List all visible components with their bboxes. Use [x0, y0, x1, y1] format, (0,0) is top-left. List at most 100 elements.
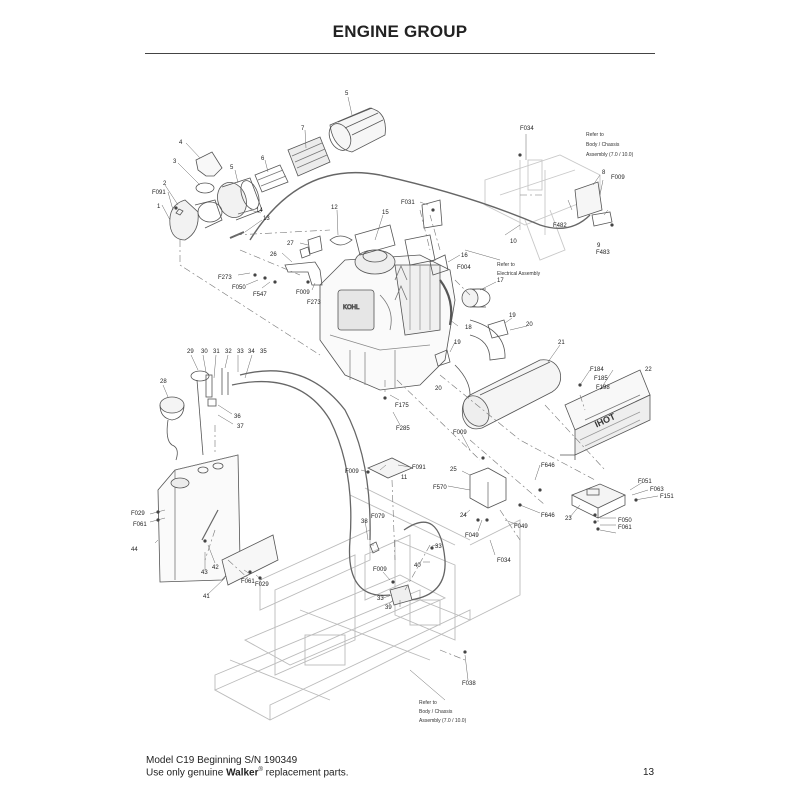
pulley — [461, 288, 491, 308]
callout: 29 — [187, 349, 194, 355]
callout: 19 — [454, 340, 461, 346]
refer-note-chassis-bottom: Refer to — [419, 700, 437, 706]
callout: F273 — [218, 275, 232, 281]
callout: F185 — [594, 376, 608, 382]
callout: 8 — [602, 170, 606, 176]
callout: 3 — [173, 159, 177, 165]
callout: 22 — [645, 367, 652, 373]
callout: F009 — [453, 430, 467, 436]
callout: 30 — [201, 349, 208, 355]
refer-note-chassis-bottom: Body / Chassis — [419, 709, 453, 715]
callout: 4 — [179, 140, 183, 146]
chassis-frame — [213, 487, 521, 721]
engine-block: KOHL — [319, 224, 456, 391]
callout: 31 — [213, 349, 220, 355]
callout: F091 — [412, 465, 426, 471]
callout: F009 — [345, 469, 359, 475]
callout: 28 — [160, 379, 167, 385]
callout: 17 — [497, 278, 504, 284]
callout: F079 — [371, 514, 385, 520]
callout: F570 — [433, 485, 447, 491]
callout: F061 — [241, 579, 255, 585]
exhaust-assembly — [434, 319, 562, 430]
callout: 5 — [230, 165, 234, 171]
callout: F034 — [497, 558, 511, 564]
callout: 34 — [248, 349, 255, 355]
callout: F646 — [541, 513, 555, 519]
callout: F184 — [590, 367, 604, 373]
callout: 21 — [558, 340, 565, 346]
callout: 20 — [526, 322, 533, 328]
callout: F050 — [232, 285, 246, 291]
callout: F009 — [296, 290, 310, 296]
refer-note-chassis-bottom: Assembly (7.0 / 10.0) — [419, 718, 467, 724]
callout: F009 — [611, 175, 625, 181]
callout: F029 — [255, 582, 269, 588]
fuel-line-filter — [403, 521, 446, 601]
callout: 39 — [385, 605, 392, 611]
callout: 41 — [203, 594, 210, 600]
title-rule — [145, 53, 655, 54]
fuel-cap-and-gauge — [159, 368, 229, 461]
bracket — [284, 261, 323, 286]
callout: 32 — [225, 349, 232, 355]
callout: 1 — [157, 204, 161, 210]
page-number: 13 — [643, 767, 655, 778]
assembly-lines — [179, 194, 606, 661]
brand-name: Walker — [226, 767, 259, 779]
callout: 10 — [510, 239, 517, 245]
callout: F061 — [133, 522, 147, 528]
callout: F051 — [638, 479, 652, 485]
footer-suffix: replacement parts. — [262, 767, 349, 779]
control-bracket — [421, 199, 443, 229]
callout: F273 — [307, 300, 321, 306]
refer-note-electrical: Refer to — [497, 262, 515, 268]
svg-text:KOHL: KOHL — [343, 305, 360, 311]
callout: 23 — [565, 516, 572, 522]
page-title: ENGINE GROUP — [332, 22, 468, 41]
footer-prefix: Use only genuine — [146, 767, 227, 779]
callout: 36 — [234, 414, 241, 420]
callout: 24 — [460, 513, 467, 519]
registered-mark: ® — [258, 767, 263, 773]
callout: F646 — [541, 463, 555, 469]
callout: 14 — [256, 208, 263, 214]
callout: 27 — [287, 241, 294, 247]
choke-bracket — [574, 181, 603, 219]
callout: 12 — [331, 205, 338, 211]
engine-mount-bracket — [469, 467, 507, 509]
callout: 9 — [597, 243, 601, 249]
muffler-bracket — [571, 483, 626, 509]
callout: 42 — [212, 565, 219, 571]
mount-plate — [367, 457, 413, 479]
callout: F061 — [618, 525, 632, 531]
callout: 40 — [414, 563, 421, 569]
callout: F009 — [373, 567, 387, 573]
callout: 38 — [361, 519, 368, 525]
callout: 13 — [263, 216, 270, 222]
callout: F091 — [152, 190, 166, 196]
callout: F063 — [650, 487, 664, 493]
callout: F151 — [660, 494, 674, 500]
callout: F031 — [401, 200, 415, 206]
callout: 2 — [163, 181, 167, 187]
engine-group-exploded-diagram: KOHL — [131, 91, 674, 724]
callout: 5 — [345, 91, 349, 97]
leader-lines — [149, 96, 659, 701]
callout: 35 — [260, 349, 267, 355]
callout: F285 — [396, 426, 410, 432]
callout: 19 — [509, 313, 516, 319]
callout: 44 — [131, 547, 138, 553]
callout: 11 — [401, 475, 408, 481]
refer-notes: Refer to Body / Chassis Assembly (7.0 / … — [419, 132, 634, 724]
refer-note-electrical: Electrical Assembly — [497, 271, 541, 277]
fuel-line-return — [239, 370, 371, 541]
heat-shield — [560, 369, 651, 460]
callout: 25 — [450, 467, 457, 473]
callout: 6 — [261, 156, 265, 162]
callout: F004 — [457, 265, 471, 271]
refer-note-chassis-top: Assembly (7.0 / 10.0) — [586, 152, 634, 158]
callout: 26 — [270, 252, 277, 258]
callout: 20 — [435, 386, 442, 392]
